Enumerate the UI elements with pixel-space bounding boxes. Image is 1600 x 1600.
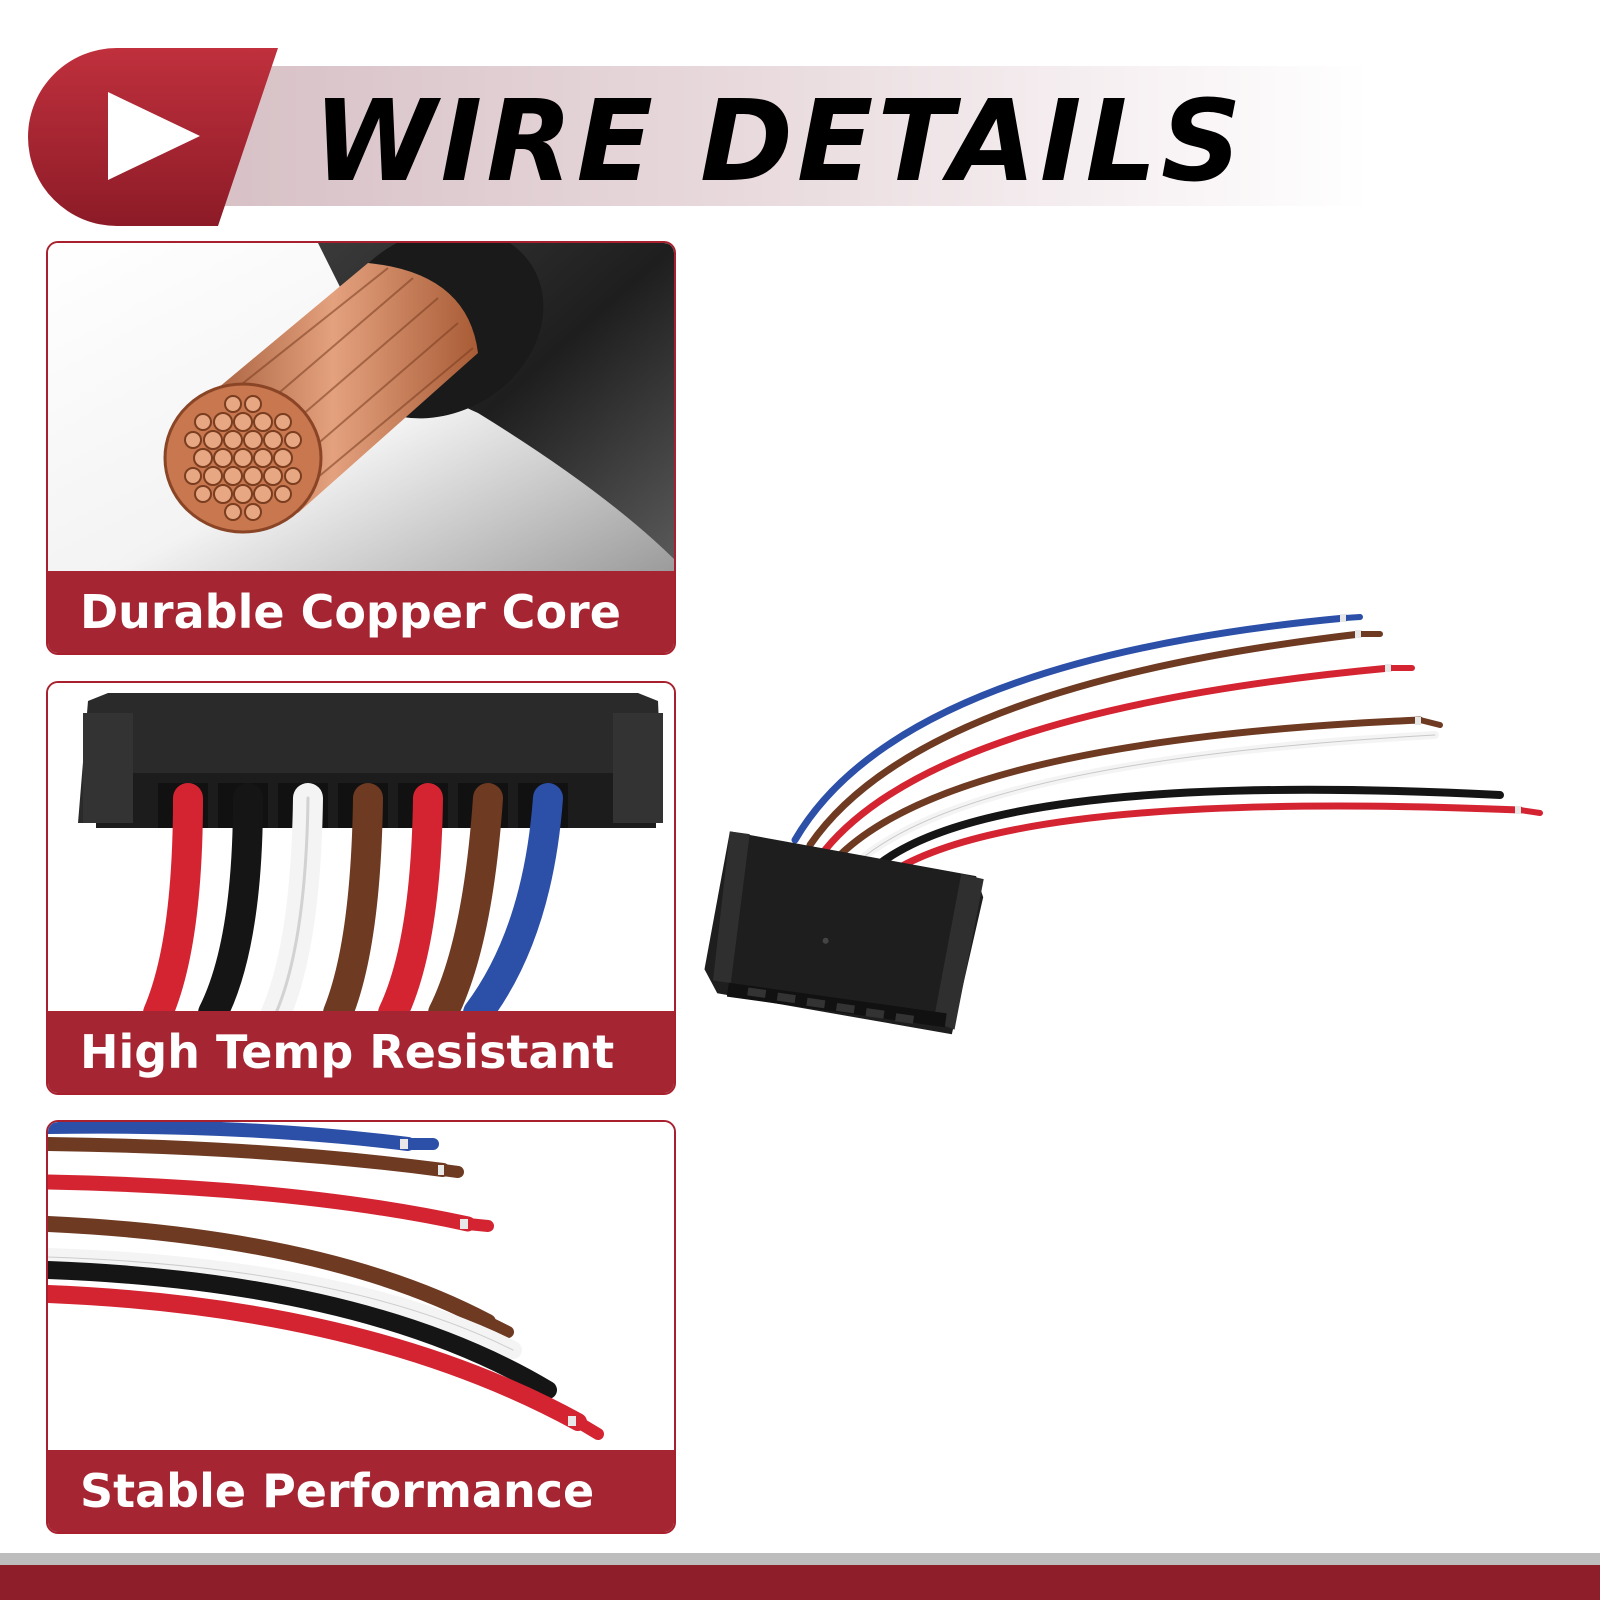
feature-label-stable-performance: Stable Performance xyxy=(48,1450,674,1532)
banner-background xyxy=(218,66,1368,206)
page-title: WIRE DETAILS xyxy=(313,77,1246,207)
footer-stripe-gray xyxy=(0,1553,1600,1565)
footer-stripe-red xyxy=(0,1565,1600,1600)
feature-card-copper-core: Durable Copper Core xyxy=(46,241,676,655)
header-banner: WIRE DETAILS xyxy=(28,48,1368,226)
wire-harness-connector-image xyxy=(704,614,1543,1035)
feature-label-high-temp: High Temp Resistant xyxy=(48,1011,674,1093)
copper-core-image xyxy=(48,243,674,573)
play-icon xyxy=(28,48,278,226)
connector-image xyxy=(48,683,674,1013)
feature-label-copper-core: Durable Copper Core xyxy=(48,571,674,653)
wire-ends-image xyxy=(48,1122,674,1452)
feature-card-high-temp: High Temp Resistant xyxy=(46,681,676,1095)
feature-card-stable-performance: Stable Performance xyxy=(46,1120,676,1534)
